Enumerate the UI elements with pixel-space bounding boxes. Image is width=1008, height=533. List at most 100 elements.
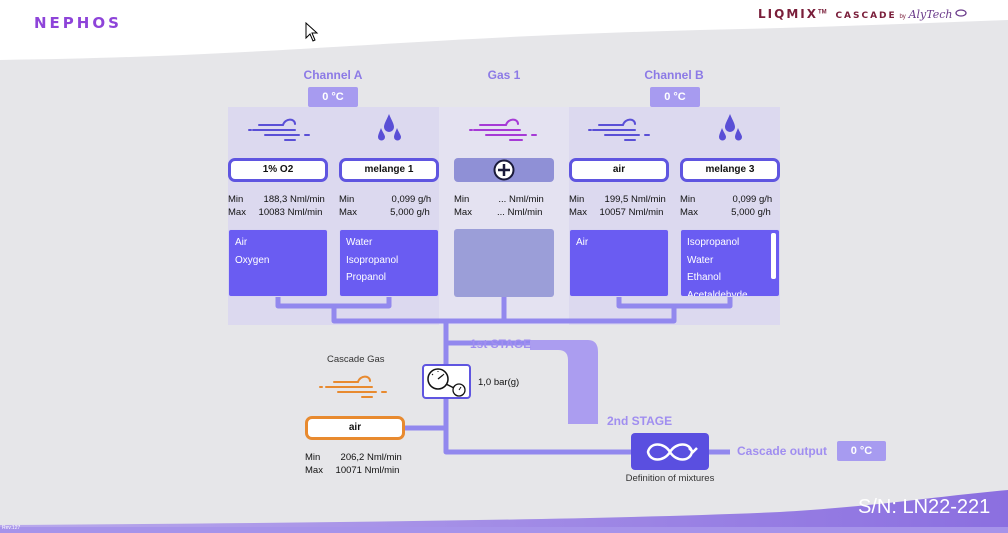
list-item[interactable]: Isopropanol <box>687 237 740 248</box>
list-item[interactable]: Water <box>687 254 714 266</box>
max-label: Max <box>454 207 472 218</box>
channel-b-liquid-select[interactable]: melange 3 <box>680 158 780 182</box>
pressure-gauge-button[interactable] <box>422 364 471 399</box>
cascade-output-label: Cascade output <box>737 444 828 458</box>
cascade-gas-stats: Min 206,2 Nml/min Max 10071 Nml/min <box>305 451 415 477</box>
unit: Nml/min <box>287 207 323 218</box>
list-item[interactable]: Air <box>576 237 589 248</box>
max-label: Max <box>569 207 587 218</box>
max-value: 5,000 <box>731 207 755 218</box>
min-value: 0,099 <box>732 194 757 205</box>
max-label: Max <box>228 207 246 218</box>
mixture-caption: Definition of mixtures <box>625 473 715 484</box>
min-value: ... <box>498 194 507 205</box>
gas1-add-button[interactable] <box>454 158 554 182</box>
mixture-definition-button[interactable] <box>631 433 709 470</box>
channel-a-liquid-list[interactable]: Water Isopropanol Propanol <box>339 229 439 297</box>
channel-b-gas-select[interactable]: air <box>569 158 669 182</box>
channel-b-liquid-stats: Min 0,099 g/h Max 5,000 g/h <box>680 193 782 219</box>
channel-b-gas-wind-icon <box>588 118 650 141</box>
channel-b-liquid-list[interactable]: Isopropanol Water Ethanol Acetaldehyde <box>680 229 780 297</box>
channel-a-gas-stats: Min 188,3 Nml/min Max 10083 Nml/min <box>228 193 330 219</box>
revision-label: Rev.127 <box>2 525 21 531</box>
channel-a-title: Channel A <box>303 68 363 82</box>
gas1-list[interactable] <box>454 229 554 297</box>
max-value: 10083 <box>258 207 285 218</box>
channel-a-gas-select[interactable]: 1% O2 <box>228 158 328 182</box>
channel-b-temp[interactable]: 0 °C <box>650 87 700 107</box>
gas1-wind-icon <box>469 118 537 141</box>
min-value: 206,2 <box>340 452 365 463</box>
footer-wave <box>0 490 1008 533</box>
list-item[interactable]: Water <box>346 237 373 248</box>
min-label: Min <box>339 194 355 205</box>
list-item[interactable]: Air <box>235 237 248 248</box>
gas1-stats: Min... Nml/min Max... Nml/min <box>454 193 556 219</box>
unit: Nml/min <box>289 194 325 205</box>
min-label: Min <box>569 194 585 205</box>
channel-a-liquid-drops-icon <box>378 114 401 141</box>
channel-b-liquid-drops-icon <box>719 114 742 141</box>
unit: Nml/min <box>366 452 402 463</box>
serial-number: S/N: LN22-221 <box>858 496 991 518</box>
cascade-output-temp[interactable]: 0 °C <box>837 441 886 461</box>
brand-logo: NEPHOS <box>34 14 122 32</box>
max-value: 5,000 <box>390 207 414 218</box>
list-item[interactable]: Acetaldehyde <box>687 289 748 297</box>
list-item[interactable]: Ethanol <box>687 272 721 283</box>
channel-a-gas-wind-icon <box>248 118 310 141</box>
list-item[interactable]: Isopropanol <box>346 254 399 266</box>
unit: g/h <box>757 207 771 218</box>
channel-a-temp[interactable]: 0 °C <box>308 87 358 107</box>
channel-a-gas-list[interactable]: Air Oxygen <box>228 229 328 297</box>
unit: g/h <box>758 194 773 205</box>
min-value: 199,5 <box>604 194 629 205</box>
unit: Nml/min <box>507 207 543 218</box>
by-text: by <box>899 14 906 20</box>
channel-a-liquid-select[interactable]: melange 1 <box>339 158 439 182</box>
channel-b-gas-list[interactable]: Air <box>569 229 669 297</box>
unit: g/h <box>417 194 432 205</box>
min-value: 0,099 <box>391 194 416 205</box>
plus-circle-icon <box>493 159 515 181</box>
unit: g/h <box>416 207 430 218</box>
max-label: Max <box>680 207 698 218</box>
header-wave <box>0 0 1008 60</box>
maker-logo: AlyTech <box>908 8 953 21</box>
maker-swirl-icon <box>955 9 967 17</box>
max-value: 10071 <box>335 465 362 476</box>
list-item[interactable]: Oxygen <box>235 254 270 266</box>
mouse-cursor-icon <box>305 22 319 42</box>
min-value: 188,3 <box>263 194 288 205</box>
min-label: Min <box>305 452 321 463</box>
cascade-gas-select[interactable]: air <box>305 416 405 440</box>
unit: Nml/min <box>630 194 666 205</box>
product-logo: LIQMIXTM CASCADE by AlyTech <box>758 7 967 21</box>
product-sub: CASCADE <box>835 11 897 21</box>
unit: Nml/min <box>364 465 400 476</box>
product-name: LIQMIX <box>758 7 818 21</box>
min-label: Min <box>454 194 470 205</box>
max-label: Max <box>305 465 323 476</box>
second-stage-label: 2nd STAGE <box>607 414 673 428</box>
max-label: Max <box>339 207 357 218</box>
min-label: Min <box>680 194 696 205</box>
unit: Nml/min <box>628 207 664 218</box>
channel-b-gas-stats: Min 199,5 Nml/min Max 10057 Nml/min <box>569 193 671 219</box>
max-value: 10057 <box>599 207 626 218</box>
mixer-loop-icon <box>646 443 698 461</box>
unit: Nml/min <box>508 194 544 205</box>
gas1-title: Gas 1 <box>487 68 521 82</box>
channel-a-liquid-stats: Min 0,099 g/h Max 5,000 g/h <box>339 193 441 219</box>
trademark: TM <box>817 9 827 16</box>
cascade-gas-title: Cascade Gas <box>327 354 385 365</box>
first-stage-label: 1st STAGE <box>470 337 532 351</box>
max-value: ... <box>497 207 505 218</box>
pressure-value: 1,0 bar(g) <box>478 377 520 388</box>
cascade-gas-wind-icon <box>319 375 387 398</box>
channel-b-title: Channel B <box>644 68 704 82</box>
min-label: Min <box>228 194 244 205</box>
list-item[interactable]: Propanol <box>346 272 387 283</box>
pressure-gauge-icon <box>427 368 466 397</box>
scrollbar[interactable] <box>771 233 776 279</box>
